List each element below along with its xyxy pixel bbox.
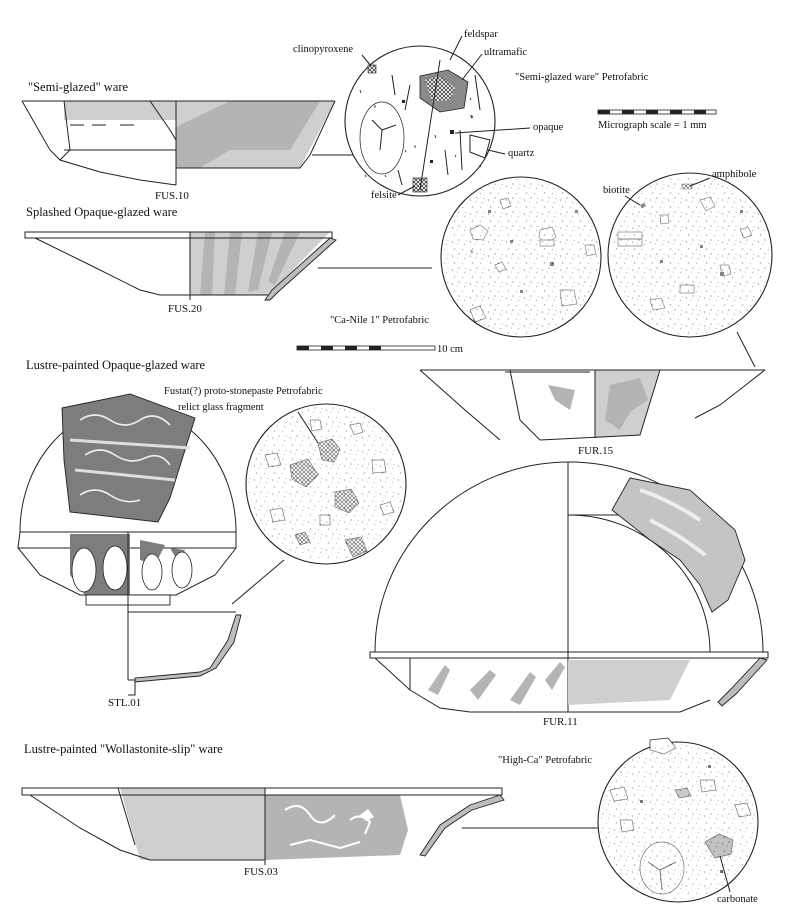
vessel-scale-bar — [296, 345, 436, 351]
vessel-fus03 — [21, 787, 505, 865]
label-fur15: FUR.15 — [578, 445, 614, 457]
title-semi-glazed: "Semi-glazed" ware — [28, 80, 129, 94]
label-stl01: STL.01 — [108, 697, 141, 709]
leader-biotite — [624, 195, 641, 206]
title-lustre-opaque: Lustre-painted Opaque-glazed ware — [26, 358, 206, 372]
label-fus20: FUS.20 — [168, 303, 202, 315]
micrograph-fustat — [245, 403, 407, 565]
label-feldspar: feldspar — [464, 29, 498, 40]
leader-feldspar — [449, 35, 463, 61]
vessel-fur11 — [369, 461, 769, 713]
title-lustre-wollastonite: Lustre-painted "Wollastonite-slip" ware — [24, 742, 223, 756]
micrograph-scale-bar — [597, 109, 717, 115]
micrograph-high-ca — [597, 737, 759, 903]
label-felsite: felsite — [371, 190, 397, 201]
label-petrofabric-semi-glazed: "Semi-glazed ware" Petrofabric — [515, 72, 649, 83]
label-ultramafic: ultramafic — [484, 47, 527, 58]
leader-relict-glass — [297, 411, 319, 444]
micrograph-scale-label: Micrograph scale = 1 mm — [598, 120, 707, 131]
label-petrofabric-fustat: Fustat(?) proto-stonepaste Petrofabric — [164, 386, 323, 397]
vessel-fus20 — [24, 231, 337, 301]
leader-felsite — [397, 185, 416, 196]
label-relict-glass: relict glass fragment — [178, 402, 264, 413]
label-quartz: quartz — [508, 148, 535, 159]
label-petrofabric-high-ca: "High-Ca" Petrofabric — [498, 755, 592, 766]
micrograph-ca-nile-1b — [607, 172, 773, 338]
vessel-fur15 — [419, 369, 766, 441]
label-petrofabric-ca-nile: "Ca-Nile 1" Petrofabric — [330, 315, 429, 326]
vessel-scale-label: 10 cm — [437, 344, 463, 355]
label-fur11: FUR.11 — [543, 716, 578, 728]
title-splashed: Splashed Opaque-glazed ware — [26, 205, 178, 219]
label-clinopyroxene: clinopyroxene — [293, 44, 353, 55]
leader-clinopyroxene — [361, 54, 372, 67]
label-fus10: FUS.10 — [155, 190, 189, 202]
leader-quartz — [487, 149, 506, 155]
micrograph-ca-nile-1a — [440, 176, 602, 338]
leader-stl01 — [231, 559, 285, 605]
leader-carbonate — [719, 855, 731, 893]
leader-fur15 — [736, 331, 756, 368]
leader-amphibole — [689, 177, 711, 187]
label-amphibole: amphibole — [712, 169, 757, 180]
vessel-fus10 — [21, 100, 336, 186]
leader-ultramafic — [461, 53, 483, 81]
label-carbonate: carbonate — [717, 894, 758, 905]
label-fus03: FUS.03 — [244, 866, 278, 878]
label-opaque: opaque — [533, 122, 564, 133]
leader-opaque — [454, 127, 531, 134]
label-biotite: biotite — [603, 185, 630, 196]
vessel-stl01 — [17, 393, 242, 696]
micrograph-semi-glazed — [344, 45, 496, 197]
